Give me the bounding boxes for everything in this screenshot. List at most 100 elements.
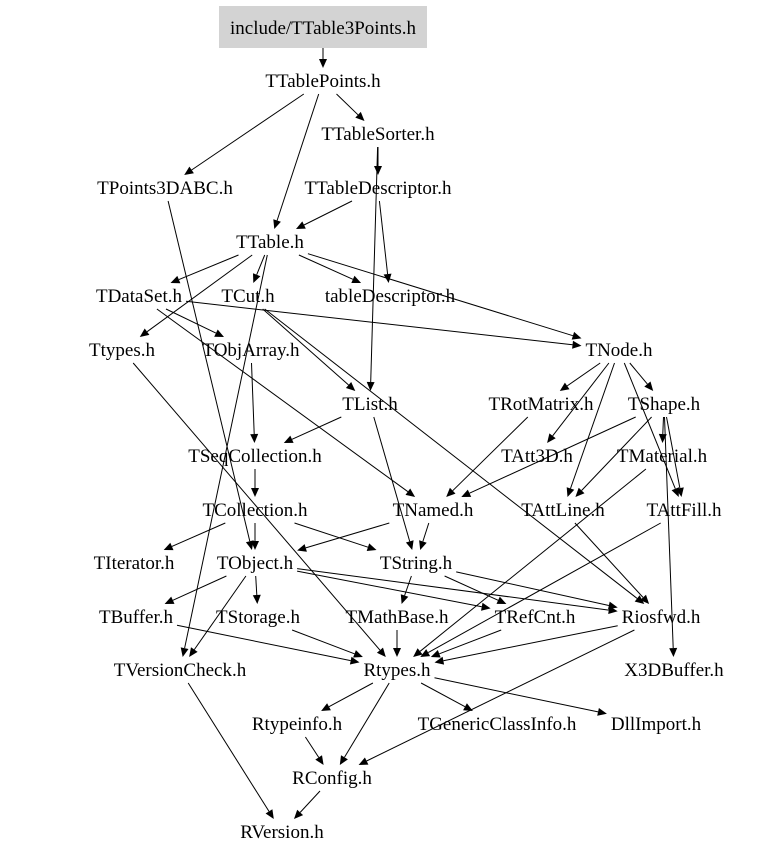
edge-line (469, 416, 636, 494)
node-rtypeinfo-h[interactable]: Rtypeinfo.h (252, 714, 343, 735)
node-label: TGenericClassInfo.h (418, 714, 577, 735)
arrowhead (265, 809, 274, 819)
arrowhead (575, 487, 585, 497)
edge-ttablepoints-h-to-ttablesorter-h (336, 93, 365, 121)
arrowhead (566, 487, 575, 497)
node-dllimport-h[interactable]: DllImport.h (611, 714, 702, 735)
edge-tpoints3dabc-h-to-tobject-h (167, 200, 254, 550)
edge-line (156, 308, 409, 493)
node-tpoints3dabc-h[interactable]: TPoints3DABC.h (97, 178, 233, 199)
edge-line (178, 254, 239, 281)
arrowhead (253, 273, 261, 283)
arrowhead (608, 601, 618, 610)
edge-tcut-h-to-tlist-h (262, 308, 356, 391)
edge-line (262, 308, 349, 386)
arrowhead (571, 331, 582, 340)
node-riosfwd-h[interactable]: Riosfwd.h (622, 607, 701, 628)
node-tseqcollection-h[interactable]: TSeqCollection.h (188, 446, 322, 467)
node-label: TTable.h (236, 232, 304, 253)
node-tobject-h[interactable]: TObject.h (217, 553, 294, 574)
node-label: TNamed.h (393, 500, 474, 521)
node-tshape-h[interactable]: TShape.h (628, 394, 701, 415)
arrowhead (405, 540, 414, 550)
node-rconfig-h[interactable]: RConfig.h (292, 768, 372, 789)
node-tnamed-h[interactable]: TNamed.h (393, 500, 474, 521)
node-tnode-h[interactable]: TNode.h (585, 340, 653, 361)
edge-riosfwd-h-to-rtypes-h (434, 625, 618, 665)
edge-tshape-h-to-tnamed-h (461, 416, 636, 497)
edge-tobject-h-to-tbuffer-h (164, 575, 227, 604)
arrowhead (252, 594, 261, 604)
edge-line (439, 629, 502, 655)
arrowhead (319, 59, 327, 68)
node-trotmatrix-h[interactable]: TRotMatrix.h (488, 394, 594, 415)
node-label: TSeqCollection.h (188, 446, 322, 467)
node-tattline-h[interactable]: TAttLine.h (521, 500, 605, 521)
edge-ttabledescriptor-h-to-ttable-h (296, 200, 353, 229)
node-titerator-h[interactable]: TIterator.h (94, 553, 175, 574)
arrowhead (434, 656, 445, 665)
node-ttabledescriptor-h[interactable]: TTableDescriptor.h (305, 178, 452, 199)
node-tgenericclassinfo-h[interactable]: TGenericClassInfo.h (418, 714, 577, 735)
node-tbuffer-h[interactable]: TBuffer.h (99, 607, 174, 628)
arrowhead (358, 757, 369, 765)
node-tatt3d-h[interactable]: TAtt3D.h (501, 446, 573, 467)
arrowhead (214, 329, 224, 337)
edge-line (443, 625, 618, 662)
arrowhead (430, 650, 441, 658)
edge-line (191, 93, 305, 171)
edge-line (344, 682, 390, 758)
node-ttablesorter-h[interactable]: TTableSorter.h (321, 124, 435, 145)
node-ttable-h[interactable]: TTable.h (236, 232, 304, 253)
node-tmathbase-h[interactable]: TMathBase.h (346, 607, 449, 628)
edge-tcut-h-to-riosfwd-h (264, 308, 645, 604)
node-tstorage-h[interactable]: TStorage.h (216, 607, 300, 628)
node-tmaterial-h[interactable]: TMaterial.h (617, 446, 708, 467)
node-tobjarray-h[interactable]: TObjArray.h (202, 340, 300, 361)
node-trefcnt-h[interactable]: TRefCnt.h (495, 607, 576, 628)
edge-tlist-h-to-tseqcollection-h (283, 416, 342, 443)
node-label: RConfig.h (292, 768, 372, 789)
arrowhead (496, 596, 507, 604)
arrowhead (294, 809, 304, 819)
edge-rtypes-h-to-dllimport-h (434, 677, 607, 716)
node-tstring-h[interactable]: TString.h (380, 553, 453, 574)
edge-ttable-h-to-tcut-h (253, 254, 266, 283)
node-label: TAtt3D.h (501, 446, 573, 467)
edge-line (304, 736, 320, 758)
node-tlist-h[interactable]: TList.h (342, 394, 398, 415)
edge-riosfwd-h-to-rconfig-h (358, 629, 635, 765)
node-label: TString.h (380, 553, 453, 574)
edge-tshape-h-to-x3dbuffer-h (664, 416, 678, 657)
node-tcollection-h[interactable]: TCollection.h (202, 500, 308, 521)
edge-line (176, 624, 351, 662)
arrowhead (339, 755, 348, 765)
arrowhead (189, 647, 198, 657)
node-tabledescriptor-h[interactable]: tableDescriptor.h (325, 286, 456, 307)
arrowhead (251, 488, 259, 497)
node-label: include/TTable3Points.h (230, 18, 417, 39)
edge-ttable-h-to-tversioncheck-h (180, 254, 268, 657)
node-tcut-h[interactable]: TCut.h (221, 286, 275, 307)
node-ttablepoints-h[interactable]: TTablePoints.h (265, 71, 381, 92)
edge-tnode-h-to-tattline-h (566, 362, 615, 497)
node-ttypes-h[interactable]: Ttypes.h (89, 340, 155, 361)
node-label: TList.h (342, 394, 398, 415)
node-include-ttable3points-h[interactable]: include/TTable3Points.h (218, 6, 428, 48)
node-tattfill-h[interactable]: TAttFill.h (646, 500, 722, 521)
edge-tshape-h-to-tattfill-h (666, 416, 684, 497)
node-x3dbuffer-h[interactable]: X3DBuffer.h (624, 660, 724, 681)
node-tversioncheck-h[interactable]: TVersionCheck.h (114, 660, 247, 681)
node-tdataset-h[interactable]: TDataSet.h (96, 286, 183, 307)
arrowhead (297, 544, 307, 552)
edge-tattline-h-to-riosfwd-h (574, 522, 650, 604)
edge-tnamed-h-to-tstring-h (419, 522, 430, 550)
node-rversion-h[interactable]: RVersion.h (240, 822, 324, 843)
node-rtypes-h[interactable]: Rtypes.h (363, 660, 431, 681)
arrowhead (355, 111, 365, 121)
node-label: TVersionCheck.h (114, 660, 247, 681)
edge-line (552, 362, 610, 437)
edge-line (187, 682, 270, 812)
arrowhead (296, 221, 306, 229)
edge-line (662, 416, 664, 435)
